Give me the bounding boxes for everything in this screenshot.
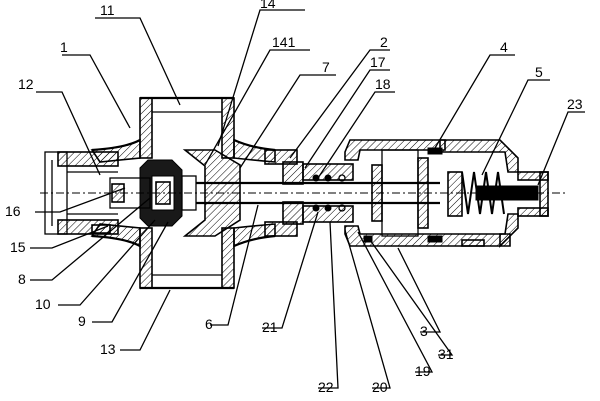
callout-7: 7	[322, 59, 330, 75]
spring-chamber	[447, 171, 505, 247]
callout-13: 13	[100, 341, 116, 357]
callout-14: 14	[260, 0, 276, 11]
callout-12: 12	[18, 76, 34, 92]
callout-141: 141	[272, 34, 296, 50]
callout-11: 11	[100, 2, 115, 18]
callout-15: 15	[10, 239, 26, 255]
callout-16: 16	[5, 203, 21, 219]
callout-10: 10	[35, 296, 51, 312]
callout-4: 4	[500, 39, 508, 55]
callout-22: 22	[318, 379, 334, 395]
callout-1: 1	[60, 39, 68, 55]
callout-8: 8	[18, 271, 26, 287]
callout-labels: 11 14 141 2 17 18 4 5 23 1 12 7 16 15 8 …	[5, 0, 583, 395]
callout-23: 23	[567, 96, 583, 112]
callout-18: 18	[375, 76, 391, 92]
adjusting-knob	[475, 171, 549, 217]
callout-5: 5	[535, 64, 543, 80]
callout-3: 3	[420, 323, 428, 339]
leader-lines	[30, 9, 585, 389]
callout-17: 17	[370, 54, 386, 70]
callout-21: 21	[262, 319, 278, 335]
callout-31: 31	[438, 346, 454, 362]
callout-6: 6	[205, 316, 213, 332]
inlet-connector	[44, 151, 119, 235]
callout-2: 2	[380, 34, 388, 50]
callout-19: 19	[415, 363, 431, 379]
callout-20: 20	[372, 379, 388, 395]
callout-9: 9	[78, 313, 86, 329]
